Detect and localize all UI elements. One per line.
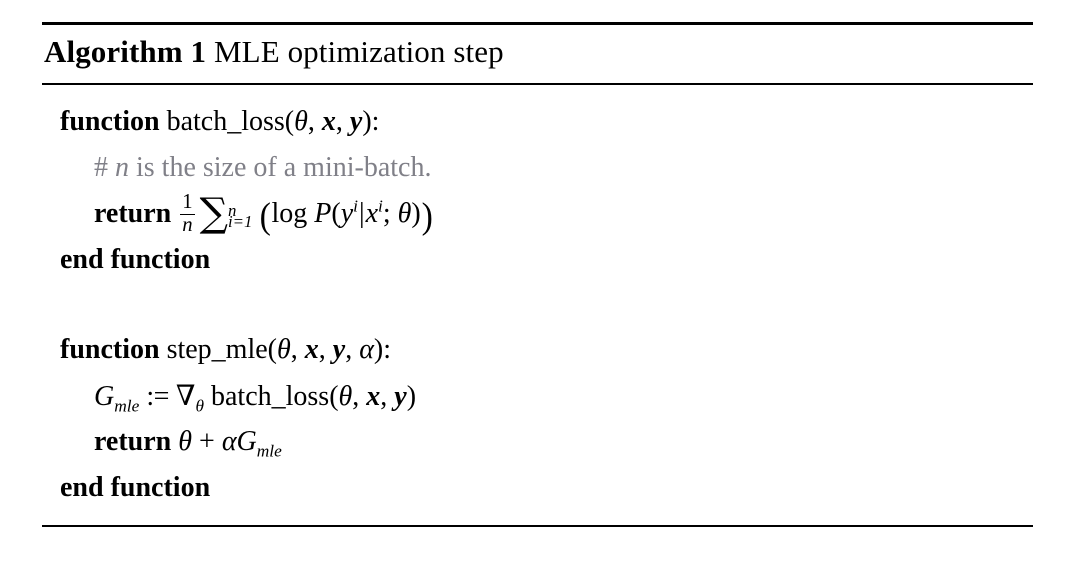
keyword-end-function: end function [60, 244, 211, 275]
summation-lower-limit: i=1 [228, 212, 253, 232]
nabla-subscript-theta: θ [195, 396, 204, 416]
rule-under-caption [42, 83, 1033, 85]
algorithm-body: function batch_loss(θ, x, y): # n is the… [42, 85, 1033, 525]
close-paren-big: ) [421, 196, 433, 237]
line-function-step-mle: function step_mle(θ, x, y, α): [42, 327, 1033, 373]
keyword-function-2: function [60, 334, 160, 365]
call-batch-loss: batch_loss [210, 381, 330, 412]
line-comment-mini-batch: # n is the size of a mini-batch. [42, 145, 1033, 191]
variable-x: x [365, 198, 379, 229]
gradient-symbol-G: G [94, 381, 115, 412]
open-paren-big: ( [259, 196, 271, 237]
superscript-i-x: i [378, 196, 383, 216]
keyword-end-function-2: end function [60, 472, 211, 503]
caption-keyword: Algorithm [44, 34, 183, 69]
gradient-term-G: G [236, 426, 257, 457]
line-end-function-two: end function [42, 465, 1033, 511]
assignment-operator: := [146, 381, 169, 412]
line-gradient-assignment: Gmle := ∇θ batch_loss(θ, x, y) [42, 373, 1033, 419]
gradient-subscript-mle: mle [114, 396, 140, 416]
log-operator: log [271, 198, 308, 229]
line-return-update: return θ + αGmle [42, 419, 1033, 465]
line-end-function-one: end function [42, 237, 1033, 283]
semicolon-separator: ; [382, 198, 391, 229]
function-name-step-mle: step_mle [166, 334, 268, 365]
update-expression: θ + αGmle [178, 426, 282, 460]
gradient-term-subscript: mle [256, 441, 282, 461]
rule-top [42, 22, 1033, 25]
caption-number: 1 [190, 34, 207, 69]
conditional-bar: | [358, 198, 365, 229]
rule-bottom [42, 525, 1033, 527]
comment-hash: # [94, 152, 108, 183]
batch-loss-args: (θ, x, y): [284, 106, 380, 137]
keyword-return-2: return [94, 426, 172, 457]
fraction-numerator: 1 [182, 190, 193, 213]
keyword-function: function [60, 106, 160, 137]
gradient-expression: Gmle := ∇θ batch_loss(θ, x, y) [94, 379, 417, 416]
summation-upper-limit: n [228, 201, 237, 221]
superscript-i-y: i [353, 196, 358, 216]
comment-variable-n: n [115, 152, 129, 183]
step-mle-args: (θ, x, y, α): [267, 334, 392, 365]
nabla-icon: ∇ [175, 379, 196, 412]
algorithm-caption: Algorithm 1 MLE optimization step [42, 25, 1033, 77]
function-name-batch-loss: batch_loss [166, 106, 285, 137]
plus-operator: + [199, 426, 215, 457]
alpha-term: α [221, 426, 237, 457]
algorithm-block: Algorithm 1 MLE optimization step functi… [42, 22, 1033, 527]
parameter-theta: θ [397, 198, 412, 229]
fraction-denominator: n [180, 213, 195, 236]
comment-text: is the size of a mini-batch. [136, 152, 432, 183]
line-function-batch-loss: function batch_loss(θ, x, y): [42, 99, 1033, 145]
line-blank-separator [42, 283, 1033, 327]
keyword-return: return [94, 198, 172, 229]
theta-term: θ [178, 426, 193, 457]
probability-symbol: P [314, 198, 332, 229]
sigma-glyph: ∑ [199, 190, 228, 237]
caption-title: MLE optimization step [214, 34, 504, 69]
variable-y: y [340, 198, 354, 229]
